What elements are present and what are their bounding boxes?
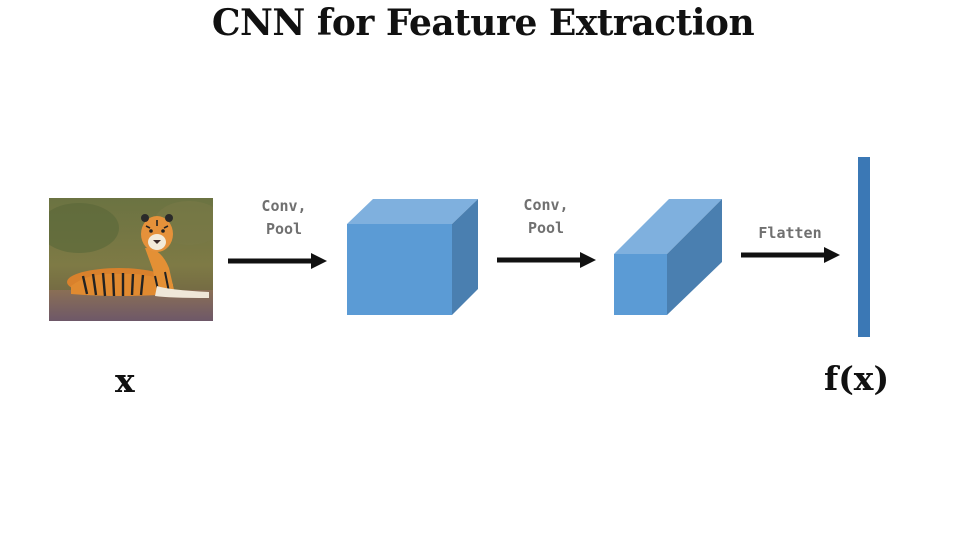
feature-map-block-1 [347,199,478,315]
arrow-2 [497,252,596,268]
feature-map-block-2 [614,199,722,315]
diagram-title: CNN for Feature Extraction [211,2,755,44]
output-label: f(x) [824,359,890,398]
feature-vector-bar [858,157,870,337]
input-label: x [115,361,135,400]
arrow-3 [741,247,840,263]
arrow-1 [228,253,327,269]
step-label-conv-pool-1: Conv, Pool [261,197,307,238]
step-label-conv-pool-2: Conv, Pool [523,196,569,237]
tiger-photo [49,198,213,321]
step-label-flatten: Flatten [758,224,822,242]
